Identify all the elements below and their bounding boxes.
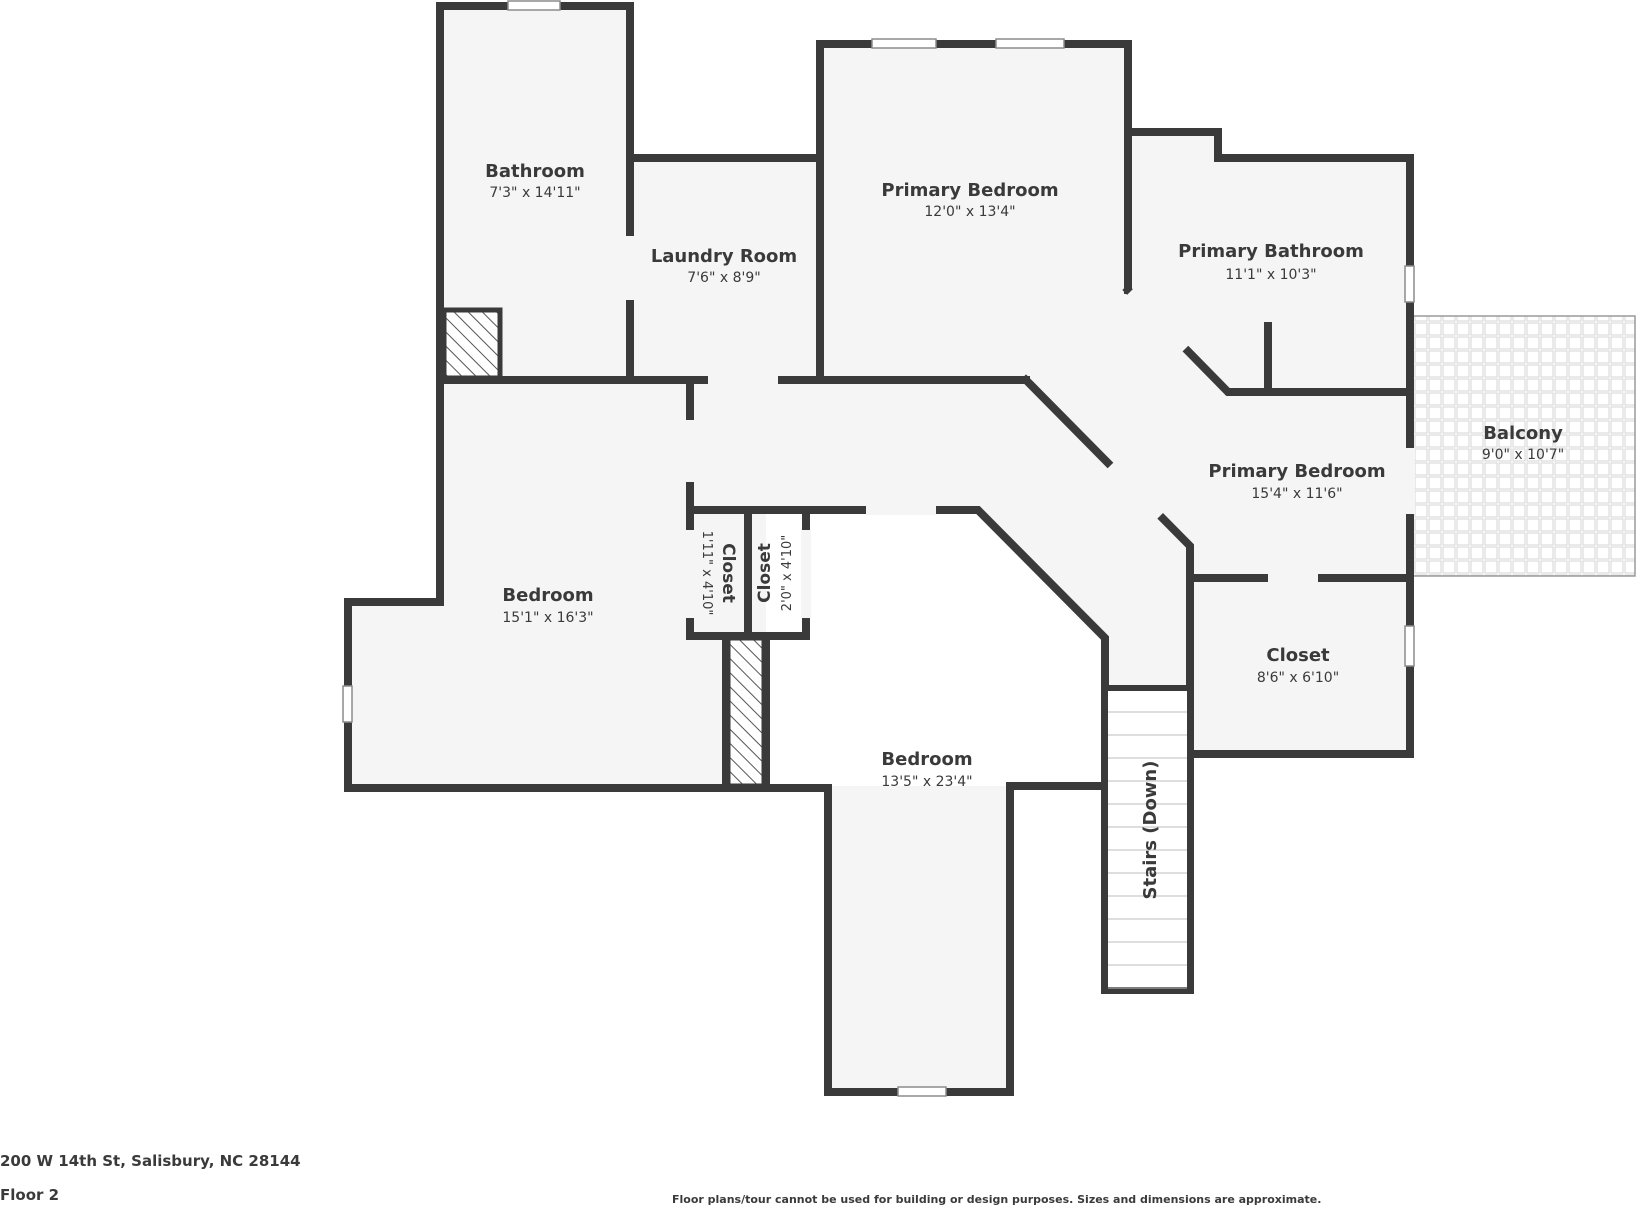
doorways <box>625 236 1415 618</box>
room-name-primary-bedroom-mid: Primary Bedroom <box>1208 461 1385 482</box>
room-dims-primary-bedroom-mid: 15'4" x 11'6" <box>1251 486 1342 502</box>
room-dims-closet-small-b: 2'0" x 4'10" <box>780 535 795 611</box>
disclaimer: Floor plans/tour cannot be used for buil… <box>672 1193 1322 1206</box>
room-dims-bedroom-bottom: 13'5" x 23'4" <box>881 774 972 790</box>
room-name-laundry: Laundry Room <box>651 246 797 267</box>
room-name-balcony: Balcony <box>1483 423 1563 444</box>
room-name-closet-small-a: Closet <box>718 543 738 603</box>
room-name-bedroom-bottom: Bedroom <box>881 749 972 770</box>
stairs <box>1102 685 1193 993</box>
room-name-primary-bedroom-top: Primary Bedroom <box>881 180 1058 201</box>
room-dims-closet-small-a: 1'11" x 4'10" <box>699 531 714 616</box>
floor-label: Floor 2 <box>0 1186 60 1204</box>
room-name-closet-right: Closet <box>1266 645 1330 666</box>
room-dims-primary-bedroom-top: 12'0" x 13'4" <box>924 204 1015 220</box>
room-dims-bathroom: 7'3" x 14'11" <box>489 185 580 201</box>
room-name-stairs: Stairs (Down) <box>1140 761 1161 900</box>
room-dims-balcony: 9'0" x 10'7" <box>1482 447 1564 463</box>
room-dims-closet-right: 8'6" x 6'10" <box>1257 670 1339 686</box>
windows <box>342 0 1415 1097</box>
room-dims-laundry: 7'6" x 8'9" <box>687 270 760 286</box>
room-name-closet-small-b: Closet <box>755 543 775 603</box>
balcony-area <box>1411 315 1636 577</box>
room-name-bathroom: Bathroom <box>485 161 585 182</box>
chase-top <box>441 307 503 381</box>
room-name-primary-bathroom: Primary Bathroom <box>1178 241 1364 262</box>
room-name-bedroom-left: Bedroom <box>502 585 593 606</box>
chase-middle <box>725 635 767 789</box>
room-dims-primary-bathroom: 11'1" x 10'3" <box>1225 267 1316 283</box>
room-labels: Bathroom 7'3" x 14'11" Laundry Room 7'6"… <box>485 161 1564 899</box>
room-dims-bedroom-left: 15'1" x 16'3" <box>502 610 593 626</box>
address: 200 W 14th St, Salisbury, NC 28144 <box>0 1152 301 1170</box>
